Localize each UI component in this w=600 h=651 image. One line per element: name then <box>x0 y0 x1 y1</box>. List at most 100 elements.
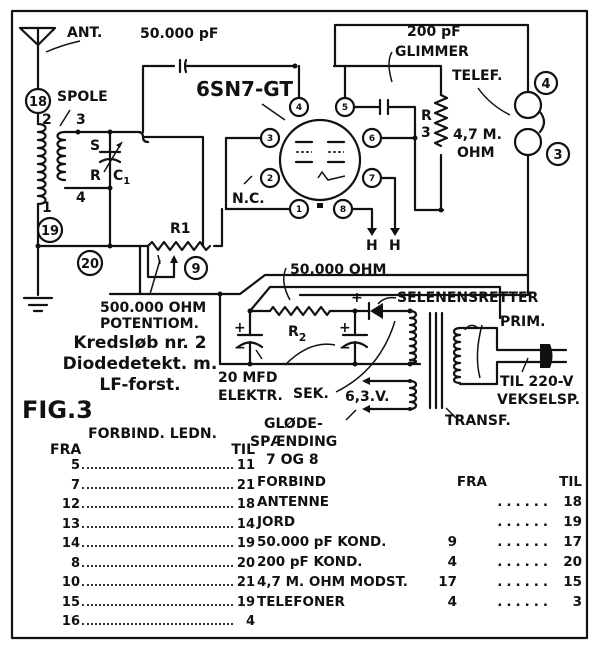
coil-label: SPOLE <box>57 89 108 105</box>
tube-pin-1: 1 <box>288 198 310 220</box>
coil-arrow <box>59 109 71 127</box>
r3-index: 3 <box>421 125 431 141</box>
node-18: 18 <box>24 87 52 115</box>
wiring-table-title: FORBIND. LEDN. <box>88 426 217 442</box>
leader-dots <box>82 545 233 547</box>
r2-name: R2 <box>288 324 306 344</box>
leader-dots <box>82 525 233 528</box>
wiring-table-header: FRA TIL <box>50 442 255 458</box>
potentiometer-name: R1 <box>170 221 191 237</box>
coil-pin-4: 4 <box>76 190 86 206</box>
component-table-row: JORD...... 19 <box>257 514 582 534</box>
headphones-icon <box>513 90 546 157</box>
component-table-row: 50.000 pF KOND.9......17 <box>257 534 582 554</box>
component-to: 17 <box>563 534 582 550</box>
r2-value-label: 50.000 OHM <box>290 262 386 278</box>
component-to: 3 <box>572 594 582 610</box>
coupling-cap-label: 50.000 pF <box>140 26 218 42</box>
leader-dots: ...... <box>497 514 552 530</box>
transformer-heater-coil <box>408 379 418 411</box>
primary-label: PRIM. <box>500 314 546 330</box>
leader-dots: ...... <box>497 574 552 590</box>
component-col-name: FORBIND <box>257 474 326 490</box>
svg-text:9: 9 <box>191 262 200 277</box>
leader-dots <box>82 623 233 625</box>
component-from: 9 <box>447 534 457 550</box>
svg-text:20: 20 <box>81 257 99 272</box>
wiring-to: 11 <box>236 458 255 473</box>
rectifier-plus: + <box>351 290 363 306</box>
svg-text:3: 3 <box>267 134 273 144</box>
component-name: TELEFONER <box>257 594 345 610</box>
component-from: 4 <box>447 554 457 570</box>
secondary-label: SEK. <box>293 386 329 402</box>
transformer-core <box>428 311 444 410</box>
headphones-label: TELEF. <box>452 68 502 84</box>
heater-left-label: H <box>366 238 378 254</box>
r3-value-2: OHM <box>457 145 495 161</box>
component-name: JORD <box>257 514 296 530</box>
wiring-to: 14 <box>236 516 255 532</box>
mica-cap-arrow <box>388 51 393 83</box>
electrolytic-capacitor-2 <box>341 309 369 366</box>
ground-icon <box>22 296 54 313</box>
svg-text:4: 4 <box>541 77 550 92</box>
component-to: 15 <box>563 574 582 590</box>
leader-dots <box>82 584 233 586</box>
tube-type-label: 6SN7-GT <box>196 77 293 101</box>
svg-text:3: 3 <box>553 148 562 163</box>
node-4-headphones: 4 <box>533 70 559 96</box>
heater-voltage-label-3: 7 OG 8 <box>266 452 319 468</box>
component-table-row: 200 pF KOND.4......20 <box>257 554 582 574</box>
wiring-from: 12 <box>61 497 80 512</box>
figure-label: FIG.3 <box>22 396 93 424</box>
headphones-arrow <box>477 87 511 116</box>
tube-arrow <box>261 103 286 121</box>
antenna-icon <box>18 26 57 90</box>
coil-pin-2: 2 <box>42 112 52 128</box>
component-name: 4,7 M. OHM MODST. <box>257 574 408 590</box>
leader-dots <box>82 564 233 567</box>
heater-voltage-value: 6,3.V. <box>345 389 389 405</box>
wiring-to: 4 <box>245 614 255 629</box>
leader-dots <box>82 467 233 469</box>
leader-dots: ...... <box>497 534 552 550</box>
tube-envelope <box>278 118 362 202</box>
wiring-col-from: FRA <box>50 442 82 458</box>
leader-dots: ...... <box>497 554 552 570</box>
resistor-r2 <box>268 305 332 317</box>
node-3-headphones: 3 <box>545 141 571 167</box>
component-name: 200 pF KOND. <box>257 554 363 570</box>
wiring-to: 18 <box>236 497 255 512</box>
r3-name: R <box>421 108 432 124</box>
svg-text:1: 1 <box>296 205 302 215</box>
wiring-col-to: TIL <box>231 442 255 458</box>
wiring-from: 15 <box>61 594 80 610</box>
wiring-to: 21 <box>236 575 255 590</box>
svg-text:19: 19 <box>41 224 59 239</box>
component-to: 19 <box>563 514 582 530</box>
wiring-from: 14 <box>61 536 80 551</box>
caption-line-2: Diodedetekt. m. <box>62 354 218 374</box>
tuning-capacitor <box>98 141 123 173</box>
node-9: 9 <box>183 255 209 281</box>
leader-dots: ...... <box>497 594 552 610</box>
leader-dots <box>82 506 233 508</box>
svg-text:18: 18 <box>29 95 47 110</box>
coil-pin-3: 3 <box>76 112 86 128</box>
electrolytic-label-1: 20 MFD <box>218 370 277 386</box>
selenium-rectifier-icon <box>353 301 412 321</box>
component-col-from: FRA <box>456 474 487 490</box>
r3-value-1: 4,7 M. <box>453 127 502 143</box>
wiring-table-row: 12 18 <box>40 497 255 517</box>
transformer-label: TRANSF. <box>445 413 511 429</box>
wiring-to: 21 <box>236 477 255 493</box>
potentiometer-value-2: POTENTIOM. <box>100 316 199 332</box>
